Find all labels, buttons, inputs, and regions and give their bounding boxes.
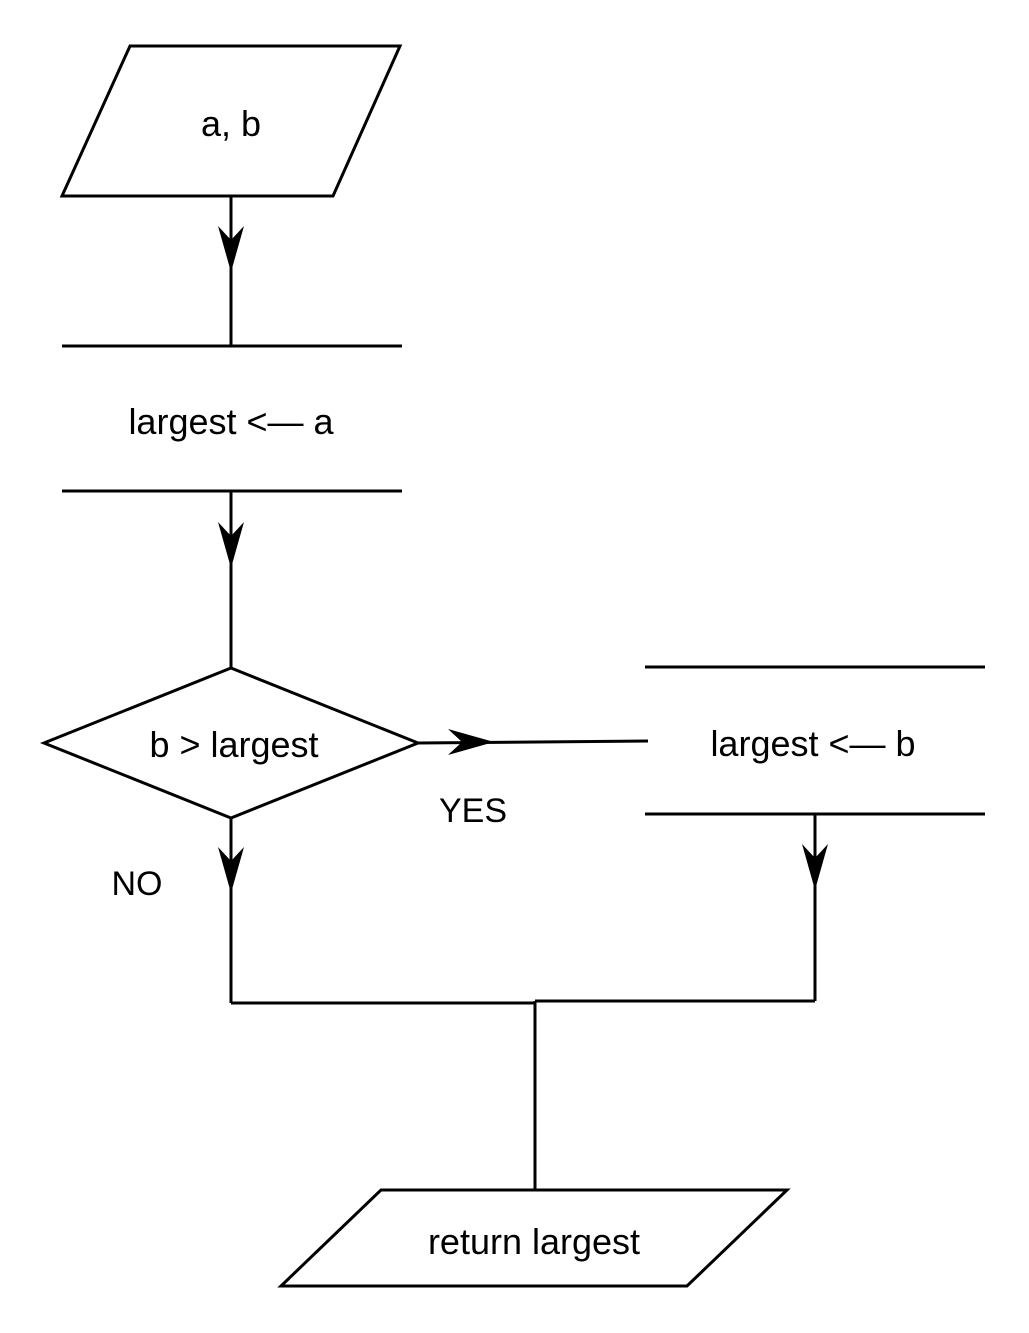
assign-b-label: largest <— b: [710, 723, 915, 764]
connector-line: [417, 739, 649, 745]
arrowhead-down-icon: [218, 522, 244, 568]
input-node: a, b: [59, 44, 403, 198]
arrowhead-down-icon: [218, 847, 244, 893]
assign-a-label: largest <— a: [128, 401, 334, 442]
output-parallelogram: [277, 1188, 791, 1288]
edge-assign-b-to-merge: [802, 814, 828, 1001]
input-label: a, b: [201, 103, 261, 144]
edge-assign-a-to-decision: [218, 491, 244, 668]
assign-b-node: largest <— b: [645, 665, 985, 816]
output-node: return largest: [277, 1188, 791, 1288]
assign-a-node: largest <— a: [62, 344, 402, 493]
arrowhead-down-icon: [218, 226, 244, 272]
output-label: return largest: [428, 1221, 640, 1262]
decision-node: b > largest: [39, 666, 423, 820]
decision-label: b > largest: [149, 724, 318, 765]
arrowhead-down-icon: [802, 844, 828, 890]
edge-input-to-assign-a: [218, 196, 244, 346]
edge-yes: YES: [417, 729, 649, 830]
merge-connector: [231, 999, 815, 1190]
edge-no: NO: [112, 818, 244, 1003]
input-parallelogram: [59, 44, 403, 198]
arrowhead-right-icon: [448, 729, 494, 755]
yes-label: YES: [439, 792, 507, 830]
no-label: NO: [112, 865, 163, 903]
